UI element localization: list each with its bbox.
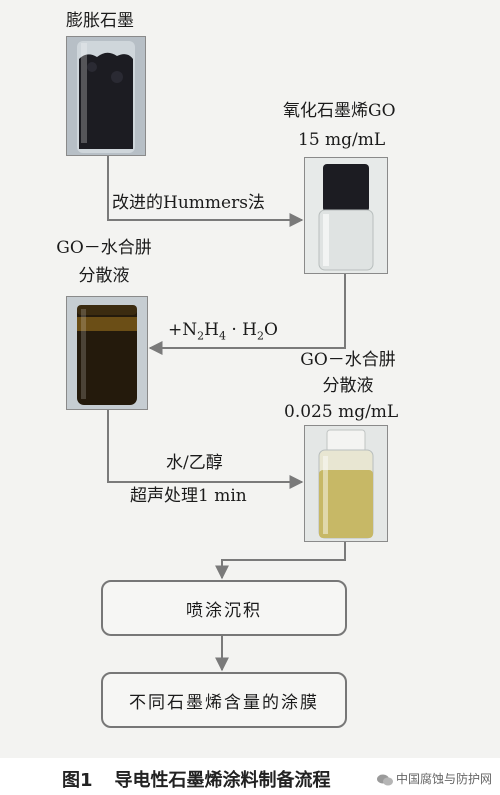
vial-diluted-dispersion — [304, 425, 388, 542]
figure-caption: 图1 导电性石墨烯涂料制备流程 中国腐蚀与防护网 — [0, 758, 500, 795]
label-go: 氧化石墨烯GO — [283, 101, 396, 121]
vial-hydrazine-image — [67, 297, 147, 409]
label-ultrasound: 超声处理1 min — [130, 486, 247, 506]
vial-diluted-image — [305, 426, 387, 541]
arrow-hummers — [107, 155, 304, 227]
label-hydrazine-reagent: +N2H4 · H2O — [168, 320, 278, 343]
arrow-to-spray — [215, 540, 346, 580]
caption-figure-number: 图1 — [62, 770, 93, 791]
arrow-add-hydrazine — [148, 272, 346, 355]
vial-go — [304, 157, 388, 274]
vial-go-image — [305, 158, 387, 273]
label-go-hydrazine-line1: GO－水合肼 — [56, 238, 152, 258]
label-solvent: 水/乙醇 — [166, 453, 223, 473]
box-graphene-films: 不同石墨烯含量的涂膜 — [101, 672, 347, 728]
box-spray-deposition: 喷涂沉积 — [101, 580, 347, 636]
vial-expanded-graphite — [66, 36, 146, 156]
label-go-hydrazine-line2: 分散液 — [78, 266, 130, 286]
label-go-concentration: 15 mg/mL — [298, 130, 386, 150]
label-dilute-line2: 分散液 — [322, 376, 374, 396]
flow-connectors — [107, 155, 346, 672]
vial-go-hydrazine — [66, 296, 148, 410]
watermark: 中国腐蚀与防护网 — [376, 770, 492, 787]
label-expanded-graphite: 膨胀石墨 — [66, 11, 134, 31]
label-dilute-line1: GO－水合肼 — [300, 350, 396, 370]
caption-title: 导电性石墨烯涂料制备流程 — [114, 770, 331, 791]
label-hummers-method: 改进的Hummers法 — [112, 193, 265, 213]
arrow-dilute-ultrasound — [107, 408, 304, 489]
label-dilute-concentration: 0.025 mg/mL — [284, 402, 399, 422]
vial-graphite-image — [67, 37, 145, 155]
wechat-icon — [376, 774, 393, 785]
